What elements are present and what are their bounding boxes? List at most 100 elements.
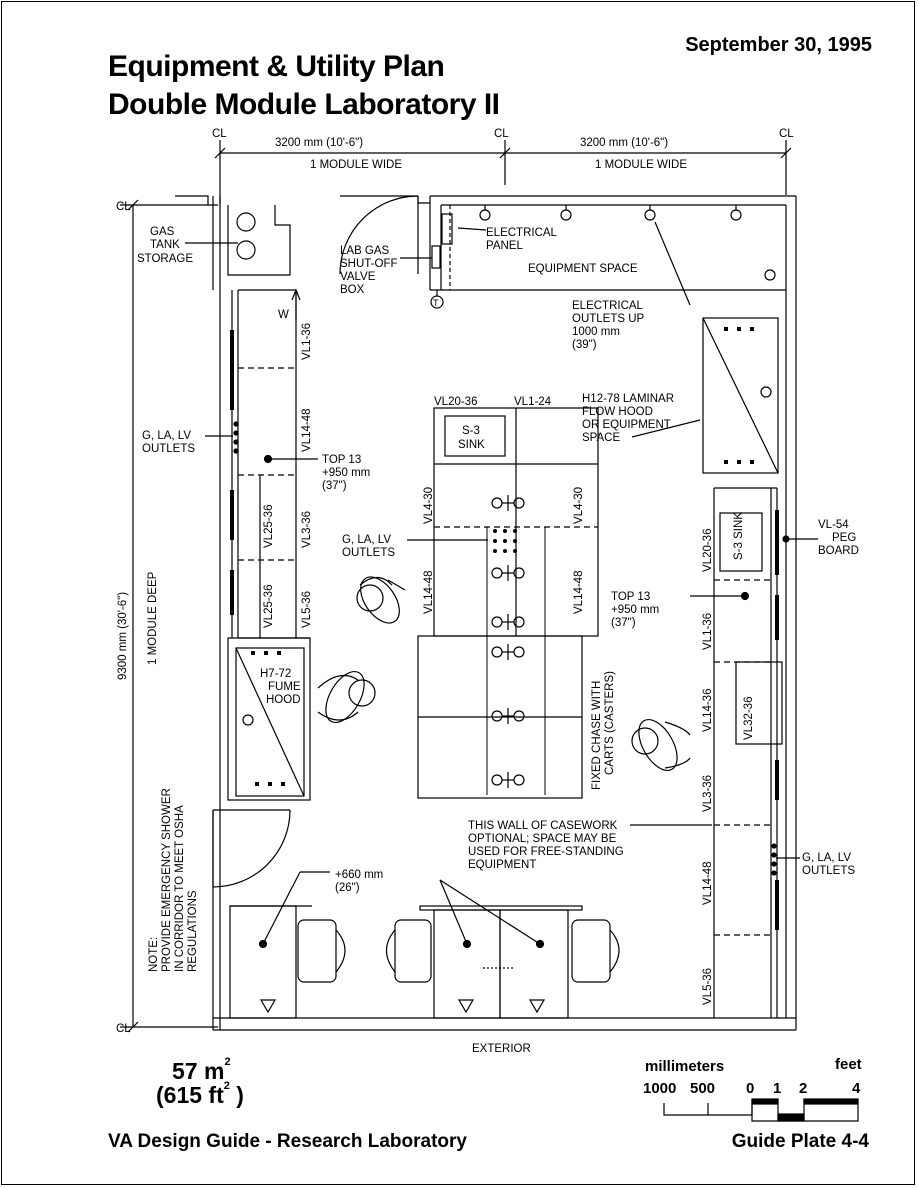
svg-text:VL5-36: VL5-36 — [702, 968, 714, 1005]
svg-text:VL1-36: VL1-36 — [301, 323, 313, 360]
svg-text:OPTIONAL; SPACE MAY BE: OPTIONAL; SPACE MAY BE — [468, 833, 617, 845]
svg-text:VL1-36: VL1-36 — [702, 613, 714, 650]
plan-title: Equipment & Utility Plan — [108, 50, 445, 83]
scale-tick-label: 2 — [799, 1080, 808, 1097]
svg-text:USED FOR FREE-STANDING: USED FOR FREE-STANDING — [468, 846, 624, 858]
svg-text:SINK: SINK — [458, 439, 485, 451]
svg-text:ELECTRICAL: ELECTRICAL — [486, 227, 558, 239]
svg-text:G, LA, LV: G, LA, LV — [802, 852, 851, 864]
equipment-space-label: EQUIPMENT SPACE — [528, 263, 638, 275]
room-walls — [175, 195, 797, 1031]
svg-text:VL3-36: VL3-36 — [702, 775, 714, 812]
svg-text:VL1-24: VL1-24 — [514, 396, 552, 408]
dimension-top: 3200 mm (10'-6") 3200 mm (10'-6") 1 MODU… — [212, 128, 794, 205]
svg-text:(37"): (37") — [611, 617, 636, 629]
svg-text:IN CORRIDOR TO MEET OSHA: IN CORRIDOR TO MEET OSHA — [174, 805, 186, 972]
person-figure — [631, 719, 691, 771]
svg-text:G, LA, LV: G, LA, LV — [342, 534, 391, 546]
dimension-left: CL CL 9300 mm (30'-6") 1 MODULE DEEP — [116, 199, 218, 1035]
svg-text:OUTLETS: OUTLETS — [802, 865, 855, 877]
plate-date: September 30, 1995 — [685, 34, 872, 56]
scale-mm-label: millimeters — [645, 1058, 725, 1075]
scale-tick-label: 4 — [852, 1080, 861, 1097]
svg-text:SPACE: SPACE — [582, 432, 620, 444]
svg-text:TOP 13: TOP 13 — [322, 454, 361, 466]
svg-text:FUME: FUME — [268, 681, 301, 693]
svg-text:VL25-36: VL25-36 — [263, 505, 275, 548]
svg-text:VALVE: VALVE — [340, 271, 376, 283]
scale-tick-label: 0 — [746, 1080, 755, 1097]
gas-tank-storage: GAS TANK STORAGE — [137, 205, 291, 276]
svg-text:VL14-36: VL14-36 — [702, 689, 714, 732]
module-wide-right: 1 MODULE WIDE — [595, 159, 687, 171]
svg-text:G, LA, LV: G, LA, LV — [142, 430, 191, 442]
plan-subtitle: Double Module Laboratory II — [108, 88, 500, 121]
svg-text:EQUIPMENT: EQUIPMENT — [468, 859, 536, 871]
svg-text:+950 mm: +950 mm — [322, 467, 370, 479]
svg-text:TANK: TANK — [150, 239, 180, 251]
svg-text:T: T — [433, 298, 439, 308]
svg-text:VL4-30: VL4-30 — [423, 487, 435, 524]
scale-tick-label: 1000 — [643, 1080, 677, 1097]
svg-text:H7-72: H7-72 — [260, 668, 291, 680]
svg-text:NOTE:: NOTE: — [148, 937, 160, 972]
svg-text:BOX: BOX — [340, 284, 365, 296]
lab-gas-valve-box: T LAB GAS SHUT-OFF VALVE BOX — [340, 245, 444, 309]
fixed-chase-carts: FIXED CHASE WITH CARTS (CASTERS) — [417, 635, 616, 799]
left-casework: W G, LA, LV OUTLETS TOP 13 +950 mm (37")… — [142, 288, 370, 639]
svg-text:BOARD: BOARD — [818, 545, 859, 557]
svg-text:HOOD: HOOD — [266, 694, 301, 706]
centerline-mark: CL — [779, 128, 794, 140]
svg-text:VL14-48: VL14-48 — [301, 409, 313, 452]
svg-text:VL3-36: VL3-36 — [301, 511, 313, 548]
svg-text:VL-54: VL-54 — [818, 519, 849, 531]
svg-text:VL25-36: VL25-36 — [263, 585, 275, 628]
svg-text:S-3: S-3 — [462, 425, 480, 437]
svg-text:(26"): (26") — [335, 882, 360, 894]
svg-text:H12-78 LAMINAR: H12-78 LAMINAR — [582, 393, 674, 405]
area-metric: 57 m2 — [172, 1056, 231, 1084]
right-casework: S-3 SINK VL-54 PEG BOARD TOP 13 +950 mm … — [611, 487, 859, 1018]
svg-text:SHUT-OFF: SHUT-OFF — [340, 258, 398, 270]
svg-text:FIXED CHASE WITH: FIXED CHASE WITH — [591, 681, 603, 790]
svg-text:OUTLETS: OUTLETS — [342, 547, 395, 559]
svg-text:PROVIDE EMERGENCY SHOWER: PROVIDE EMERGENCY SHOWER — [161, 788, 173, 972]
centerline-mark: CL — [212, 128, 227, 140]
svg-text:VL14-48: VL14-48 — [423, 571, 435, 614]
svg-text:(37"): (37") — [322, 480, 347, 492]
svg-text:VL4-30: VL4-30 — [573, 487, 585, 524]
fume-hood: H7-72 FUME HOOD — [227, 637, 311, 801]
centerline-mark: CL — [494, 128, 509, 140]
svg-text:OR EQUIPMENT: OR EQUIPMENT — [582, 419, 671, 431]
svg-text:VL20-36: VL20-36 — [434, 396, 477, 408]
svg-text:VL14-48: VL14-48 — [702, 862, 714, 905]
svg-text:+660 mm: +660 mm — [335, 869, 383, 881]
person-figure — [356, 576, 406, 624]
svg-text:VL14-48: VL14-48 — [573, 571, 585, 614]
footer-guide-title: VA Design Guide - Research Laboratory — [108, 1131, 467, 1152]
dim-width-left: 3200 mm (10'-6") — [275, 137, 363, 149]
svg-text:(39"): (39") — [572, 339, 597, 351]
svg-text:S-3 SINK: S-3 SINK — [733, 512, 745, 560]
svg-text:REGULATIONS: REGULATIONS — [187, 890, 199, 972]
svg-text:VL5-36: VL5-36 — [301, 591, 313, 628]
svg-text:OUTLETS: OUTLETS — [142, 443, 195, 455]
svg-text:STORAGE: STORAGE — [137, 253, 193, 265]
scale-tick-label: 1 — [773, 1080, 782, 1097]
svg-text:LAB GAS: LAB GAS — [340, 245, 390, 257]
person-figure — [317, 671, 376, 723]
scale-tick-label: 500 — [690, 1080, 716, 1097]
svg-text:1000 mm: 1000 mm — [572, 326, 620, 338]
centerline-mark: CL — [116, 201, 131, 213]
footer-plate-number: Guide Plate 4-4 — [731, 1131, 869, 1152]
laminar-flow-hood: H12-78 LAMINAR FLOW HOOD OR EQUIPMENT SP… — [582, 317, 779, 474]
gas-tank-label: GAS — [150, 226, 175, 238]
casework-note: THIS WALL OF CASEWORK OPTIONAL; SPACE MA… — [468, 820, 712, 871]
area-imperial: (615 ft2 ) — [156, 1080, 244, 1108]
svg-text:W: W — [278, 309, 289, 321]
island-fixtures — [491, 495, 525, 788]
module-deep: 1 MODULE DEEP — [147, 571, 159, 665]
centerline-mark: CL — [116, 1023, 131, 1035]
svg-text:VL32-36: VL32-36 — [743, 697, 755, 740]
